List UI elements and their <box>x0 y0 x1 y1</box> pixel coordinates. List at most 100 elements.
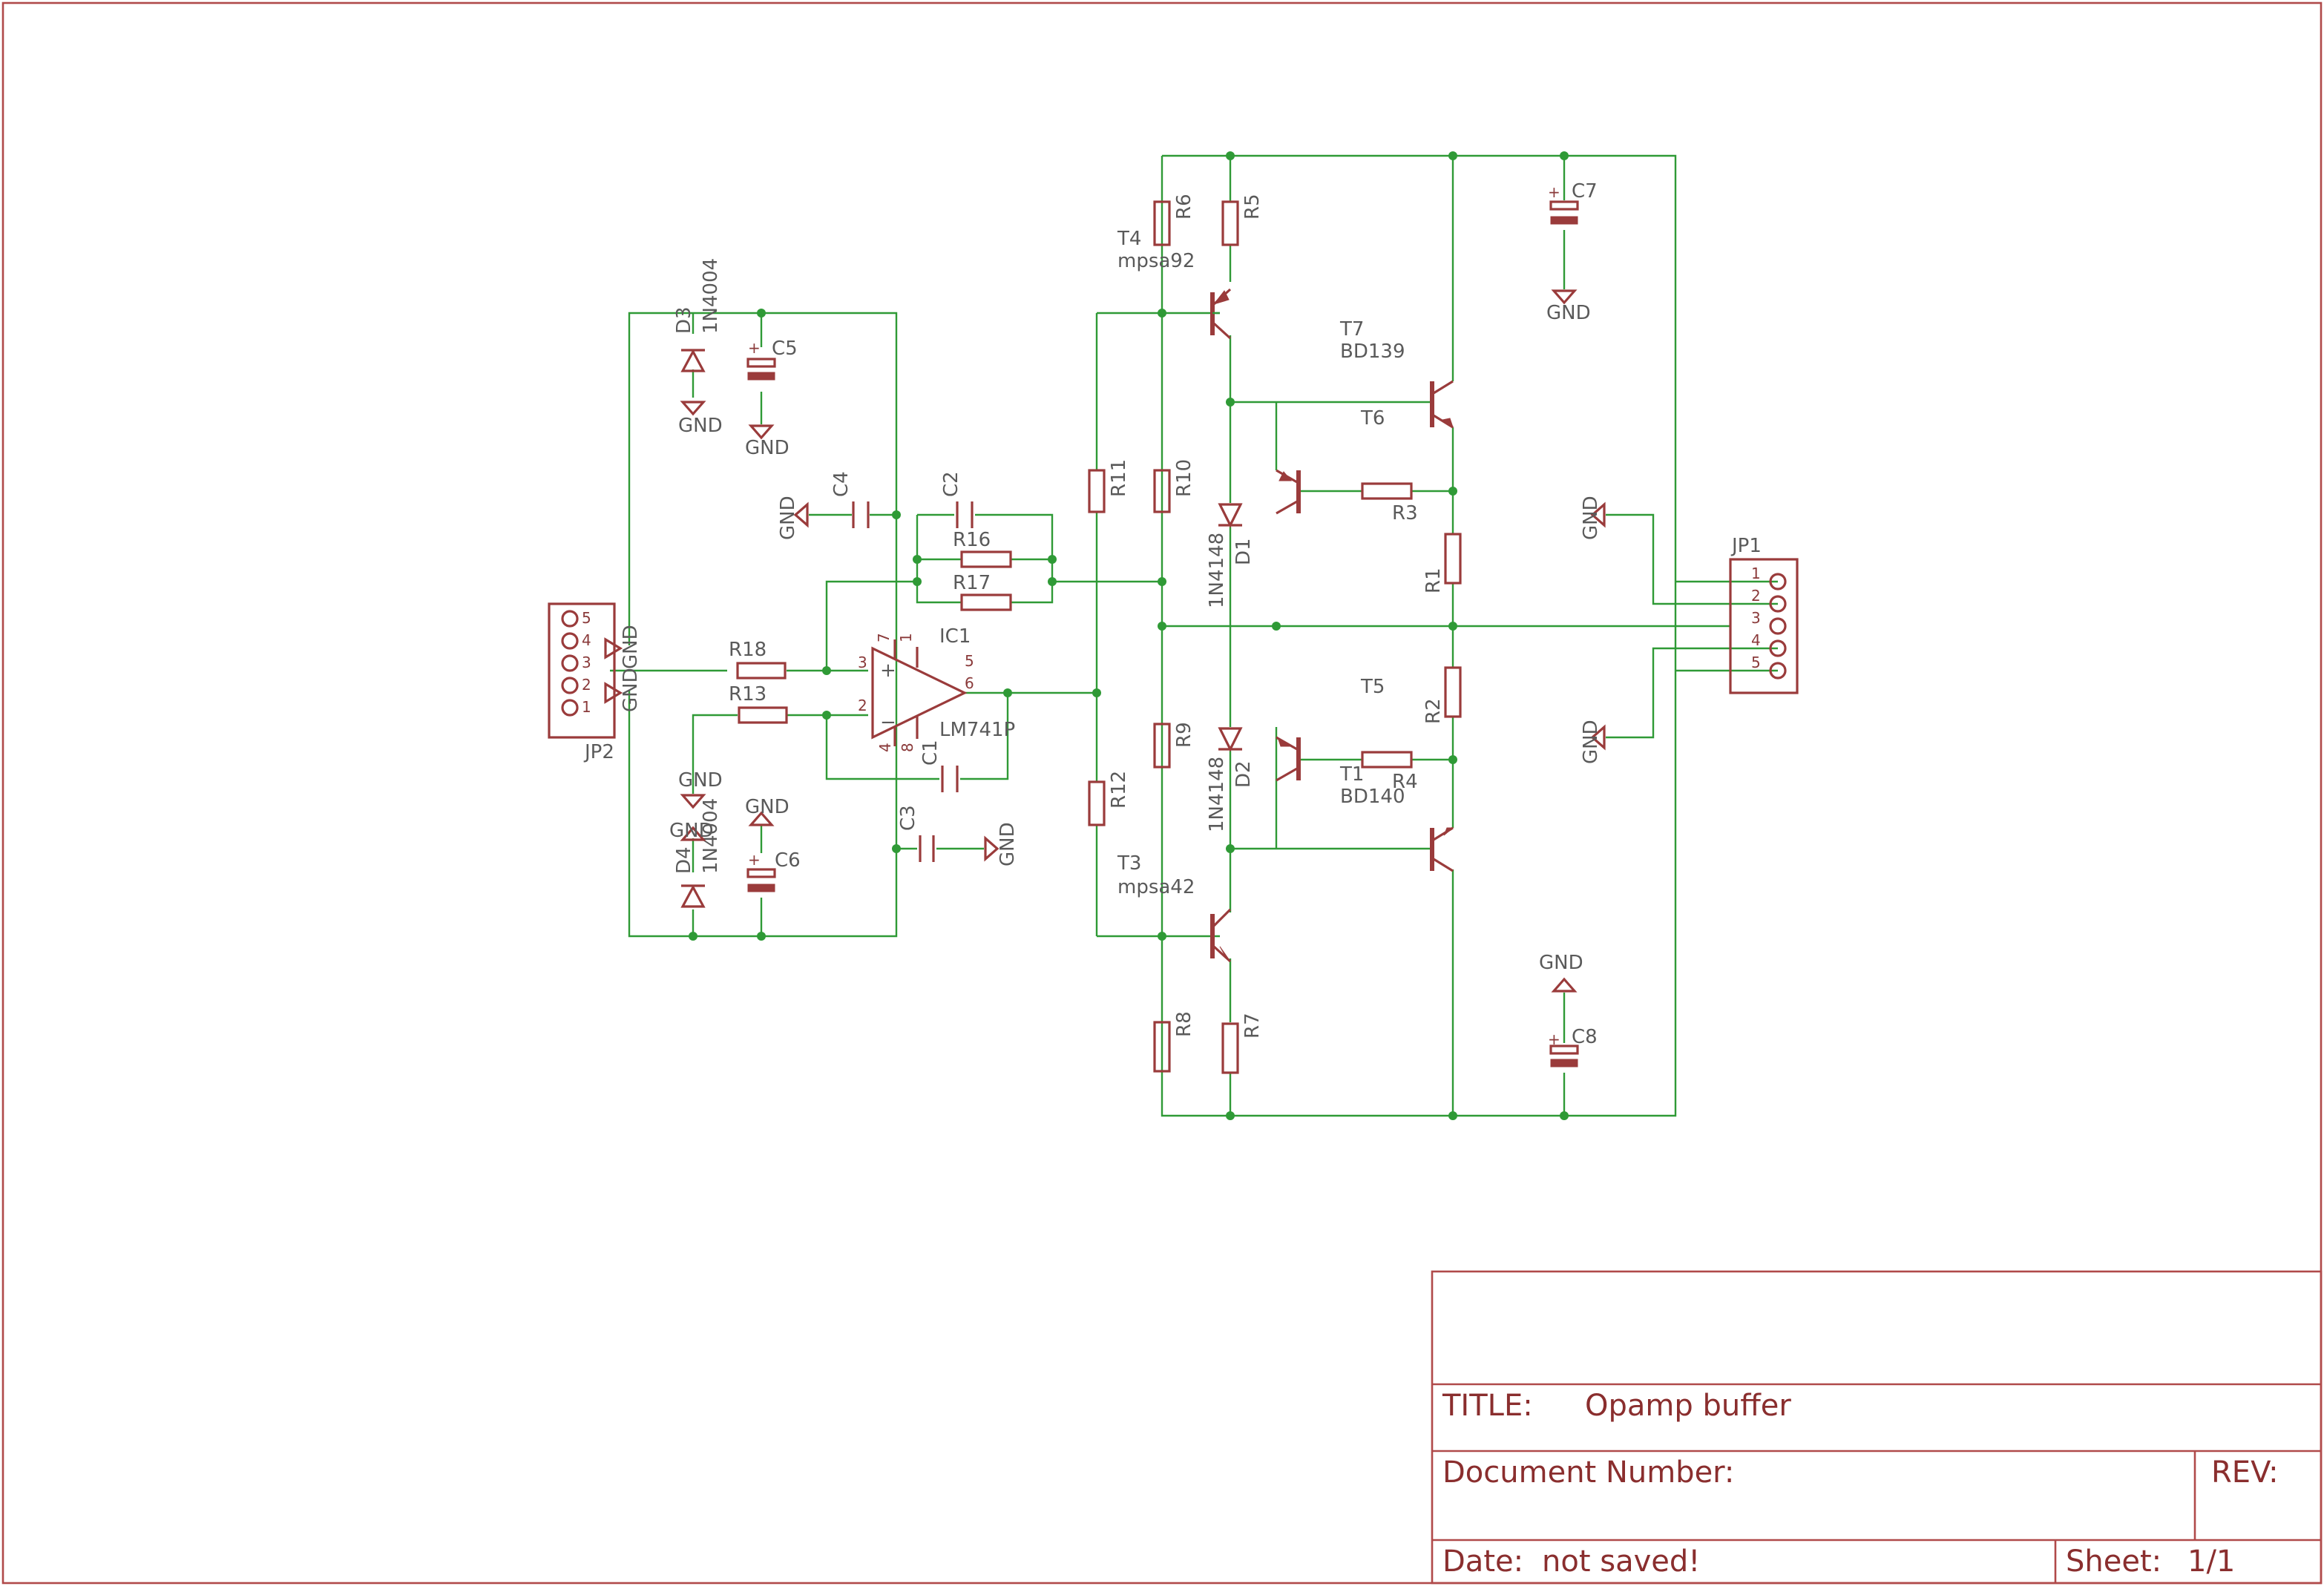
resistor-r8 <box>1153 1021 1171 1073</box>
r9-label: R9 <box>1173 722 1195 748</box>
resistor-r4 <box>1361 751 1413 769</box>
r12-label: R12 <box>1108 771 1130 809</box>
t5-label: T5 <box>1360 676 1385 698</box>
transistors: T4 mpsa92 T3 mpsa42 T6 T7 BD139 T5 <box>1117 228 1454 963</box>
connector-jp2: 5 4 3 2 1 JP2 GND GND <box>548 602 642 763</box>
gnd-c5-label: GND <box>745 437 790 459</box>
c5-plus: + <box>748 339 761 357</box>
c5-label: C5 <box>772 338 798 360</box>
resistor-r5 <box>1221 200 1239 246</box>
transistor-t1-driver <box>1276 736 1301 782</box>
gnd-icon <box>748 424 775 440</box>
c1-label: C1 <box>919 740 942 766</box>
gnd-icon <box>1590 501 1606 528</box>
opamp-ic1: + − IC1 LM741P 3 2 7 1 5 6 4 8 <box>858 625 1015 752</box>
capacitor-c8 <box>1549 1044 1579 1067</box>
r7-label: R7 <box>1241 1013 1264 1039</box>
r5-label: R5 <box>1241 194 1264 220</box>
gnd-d4-label: GND <box>669 820 714 842</box>
ic1-pin-3: 3 <box>858 654 867 671</box>
r6-label: R6 <box>1173 194 1195 220</box>
d3-label: D3 <box>673 306 695 334</box>
title-label: TITLE: <box>1442 1389 1533 1423</box>
d3-value: 1N4004 <box>700 258 722 334</box>
t3-value: mpsa42 <box>1117 876 1195 898</box>
r13-label: R13 <box>729 683 767 705</box>
c4-label: C4 <box>830 471 853 497</box>
opamp-minus-sign: − <box>880 711 896 734</box>
jp1-pin-1: 1 <box>1751 565 1761 582</box>
transistor-t7 <box>1430 380 1454 429</box>
t7-label: T7 <box>1339 318 1364 340</box>
t4-label: T4 <box>1117 228 1141 250</box>
t6-label: T6 <box>1360 407 1385 430</box>
d1-label: D1 <box>1232 538 1255 565</box>
jp2-pin-1: 1 <box>582 698 591 716</box>
junctions <box>689 151 1569 1120</box>
d1-value: 1N4148 <box>1206 533 1228 608</box>
gnd-icon <box>1551 289 1578 305</box>
r8-label: R8 <box>1173 1011 1195 1037</box>
ic1-pin-1: 1 <box>897 633 915 642</box>
capacitors: C4 C2 C1 C3 + C5 + C6 <box>746 180 1598 1067</box>
diode-d2 <box>1218 727 1243 752</box>
connector-jp1: 1 2 3 4 5 JP1 <box>1729 535 1799 694</box>
d2-label: D2 <box>1232 760 1255 788</box>
jp1-pin-4: 4 <box>1751 631 1761 649</box>
ic1-pin-2: 2 <box>858 697 867 714</box>
resistor-r1 <box>1444 533 1462 585</box>
c7-plus: + <box>1548 183 1560 201</box>
resistor-r10 <box>1153 469 1171 513</box>
document-number-label: Document Number: <box>1442 1455 1734 1490</box>
gnd-c8-label: GND <box>1539 952 1583 974</box>
t3-label: T3 <box>1117 852 1141 875</box>
capacitor-c3 <box>919 835 935 862</box>
jp1-pin-2: 2 <box>1751 587 1761 605</box>
capacitor-c5 <box>746 358 776 381</box>
resistor-r18 <box>736 662 787 680</box>
ic1-pin-7: 7 <box>875 633 893 642</box>
gnd-c4-label: GND <box>777 496 799 540</box>
c8-label: C8 <box>1572 1026 1598 1048</box>
gnd-jp1-upper-label: GND <box>1580 496 1602 540</box>
c8-plus: + <box>1548 1030 1560 1048</box>
r11-label: R11 <box>1108 459 1130 497</box>
diode-d4 <box>680 884 706 908</box>
c3-label: C3 <box>897 805 919 831</box>
r2-label: R2 <box>1422 698 1445 724</box>
transistor-t4 <box>1210 288 1232 340</box>
c6-label: C6 <box>775 849 801 872</box>
jp2-gnd-lower-label: GND <box>620 668 642 712</box>
ic1-pin-8: 8 <box>899 743 916 752</box>
jp2-pin-2: 2 <box>582 676 591 694</box>
resistor-r7 <box>1221 1022 1239 1074</box>
opamp-plus-sign: + <box>880 659 896 682</box>
capacitor-c7 <box>1549 200 1579 225</box>
gnd-jp1-lower-label: GND <box>1580 720 1602 764</box>
revision-label: REV: <box>2211 1455 2279 1490</box>
capacitor-c2 <box>956 501 974 528</box>
r1-label: R1 <box>1422 568 1445 593</box>
c7-label: C7 <box>1572 180 1598 203</box>
resistor-r2 <box>1444 666 1462 718</box>
diodes: D3 1N4004 D4 1N4004 D1 1N4148 D2 1N4148 <box>673 258 1255 908</box>
d2-value: 1N4148 <box>1206 757 1228 832</box>
transistor-t3 <box>1210 908 1232 963</box>
jp1-label: JP1 <box>1730 535 1762 557</box>
d4-value: 1N4004 <box>700 798 722 874</box>
resistor-r6 <box>1153 200 1171 246</box>
gnd-icon <box>793 501 809 528</box>
gnd-r13-label: GND <box>678 769 723 792</box>
c2-label: C2 <box>940 471 962 497</box>
c6-plus: + <box>748 851 761 869</box>
d4-label: D4 <box>673 846 695 874</box>
jp2-pin-4: 4 <box>582 631 591 649</box>
gnd-icon <box>680 794 706 809</box>
gnd-icon <box>984 835 999 862</box>
jp1-pin-5: 5 <box>1751 654 1761 671</box>
transistor-t1-output <box>1430 826 1454 872</box>
ic1-value: LM741P <box>939 719 1015 741</box>
gnd-symbols: GND GND GND GND GND GND GND GND GND GND … <box>669 289 1606 993</box>
gnd-icon <box>748 811 775 826</box>
capacitor-c1 <box>941 766 959 792</box>
